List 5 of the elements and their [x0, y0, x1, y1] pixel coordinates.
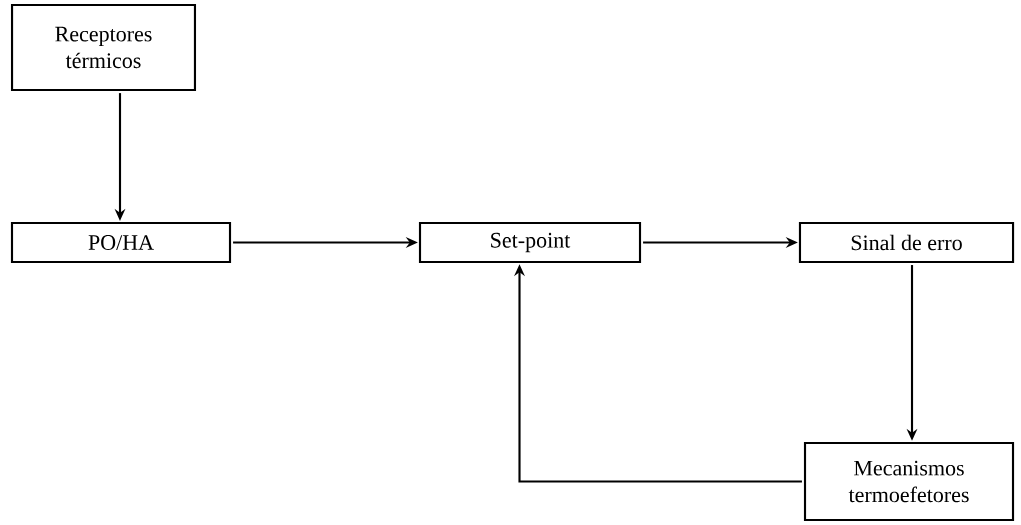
- process-box: PO/HA: [10, 221, 232, 264]
- process-box: Set-point: [418, 221, 642, 264]
- process-box: Receptores térmicos: [10, 3, 197, 92]
- process-box: Sinal de erro: [798, 221, 1015, 264]
- process-box: Mecanismos termoefetores: [803, 441, 1015, 522]
